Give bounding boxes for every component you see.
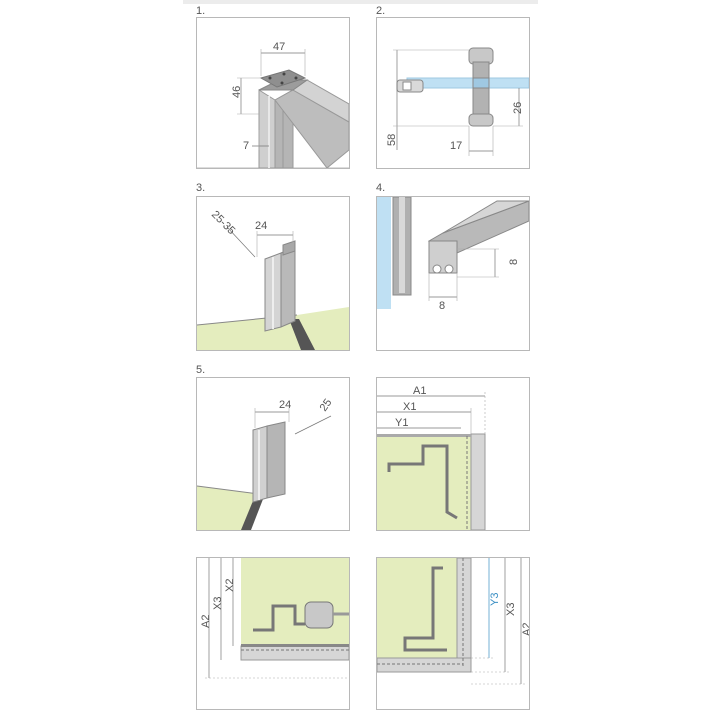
dim-24: 24 [255,220,267,232]
dim-y1: Y1 [395,417,408,429]
dim-a2: A2 [200,615,212,628]
step-label-1: 1. [196,5,206,17]
dim-24: 24 [279,399,291,411]
rail-profile-drawing: 8 8 [377,197,529,312]
dim-17: 17 [450,140,462,152]
step-label-3: 3. [196,182,206,194]
post-top-drawing: 47 46 7 [197,41,349,168]
panel-1-post-top: 47 46 7 [196,17,350,169]
panel-4-rail-profile: 8 8 [376,196,530,351]
dim-x3: X3 [212,597,224,610]
side-section-drawing: A2 X3 X2 [200,558,349,679]
panel-6-top-section: A1 X1 Y1 [376,377,530,531]
dim-a2: A2 [521,623,529,636]
panel-3-wall-profile: 24 25-35 [196,196,350,351]
top-section-drawing: A1 X1 Y1 [377,385,486,530]
dim-y3: Y3 [489,593,501,606]
panel-2-connector: 58 17 26 [376,17,530,169]
wall-profile-drawing: 24 25-35 [197,209,349,350]
step-label-5: 5. [196,364,206,376]
dim-46: 46 [231,86,243,98]
dim-25-35: 25-35 [209,209,237,237]
dim-26: 26 [512,102,524,114]
dim-7: 7 [243,140,249,152]
corner-section-drawing: Y3 X3 A2 [377,558,529,685]
dim-58: 58 [386,134,398,146]
dim-47: 47 [273,41,285,53]
dim-8-height: 8 [508,259,520,265]
panel-7-side-section: A2 X3 X2 [196,557,350,710]
dim-8-width: 8 [439,300,445,312]
step-label-2: 2. [376,5,386,17]
connector-drawing: 58 17 26 [386,47,529,156]
dim-x3: X3 [505,603,517,616]
top-bar [183,0,538,4]
panel-5-corner-profile: 24 25 [196,377,350,531]
step-label-4: 4. [376,182,386,194]
panel-8-corner-section: Y3 X3 A2 [376,557,530,710]
dim-25: 25 [318,397,335,414]
dim-a1: A1 [413,385,426,397]
dim-x1: X1 [403,401,416,413]
corner-profile-drawing: 24 25 [197,397,349,530]
dim-x2: X2 [224,579,236,592]
